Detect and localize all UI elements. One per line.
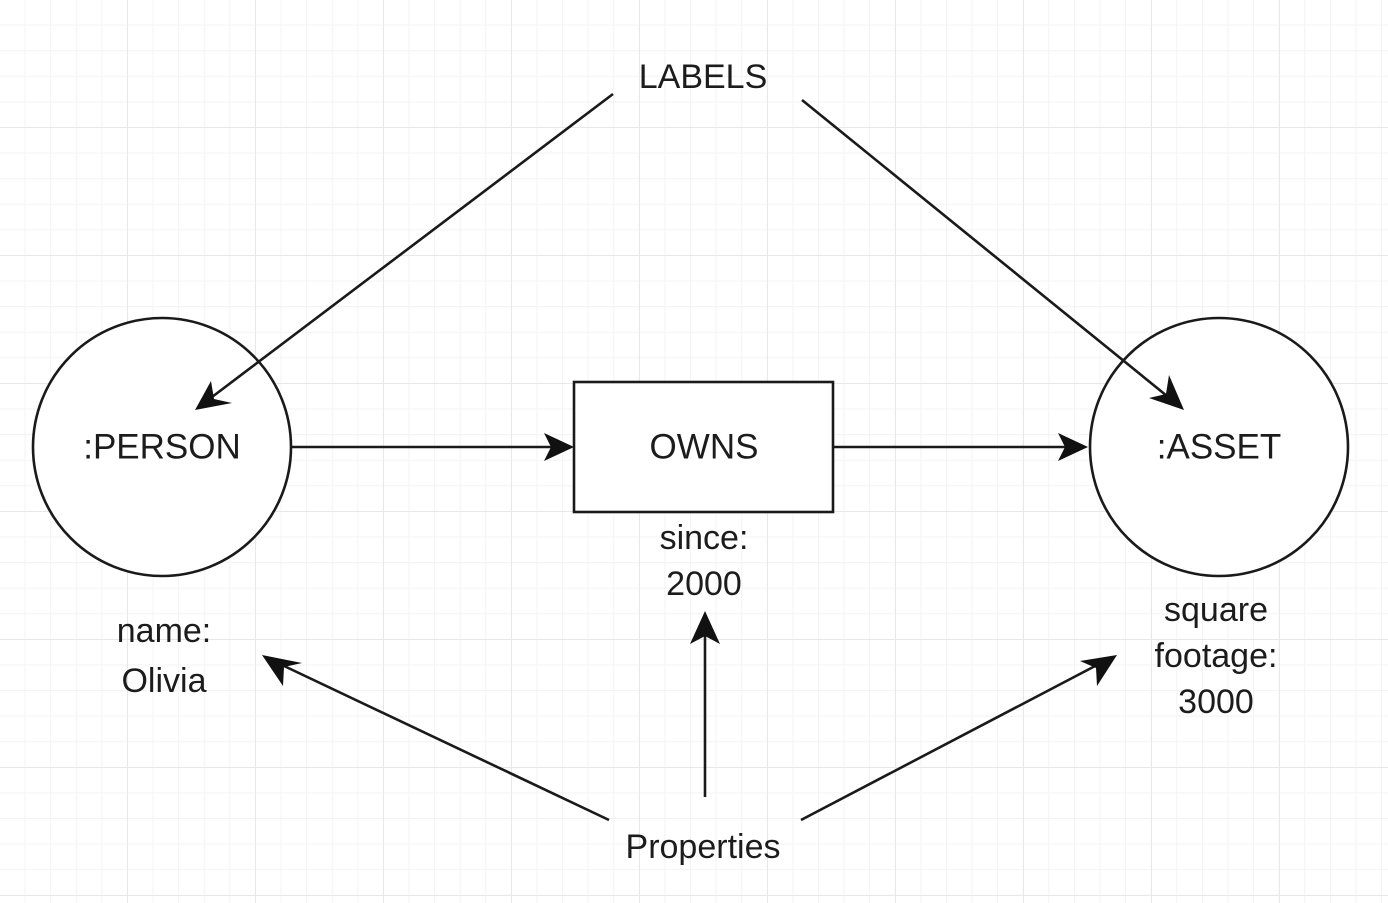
edge-person-to-owns-arrowhead [544,433,574,461]
node-label-person: :PERSON [83,427,241,467]
edge-properties-to-person-props-line [281,663,610,822]
edge-labels-to-asset-arrowhead [1149,375,1184,410]
edge-properties-to-asset-props-line [800,663,1098,822]
edge-properties-to-asset-props-arrowhead [1080,655,1117,686]
annotation-labels-title: LABELS [638,57,768,96]
property-label-owns-value: 2000 [666,564,742,603]
node-asset-circle[interactable] [1088,316,1350,578]
property-label-asset-key-line1: square [1164,590,1268,629]
edge-properties-to-owns-props-arrowhead [690,611,720,644]
annotation-properties-title: Properties [625,827,781,866]
edge-owns-to-asset [833,433,1088,461]
node-label-owns: OWNS [649,427,759,467]
node-owns-rect[interactable] [572,380,835,514]
edge-labels-to-person-arrowhead [195,381,232,410]
edge-labels-to-asset [801,98,1184,410]
node-label-asset: :ASSET [1156,427,1282,467]
property-label-person-key: name: [116,611,212,650]
property-label-person-value: Olivia [121,661,207,700]
edge-labels-to-person [195,92,614,410]
property-label-asset-value: 3000 [1178,682,1254,721]
edge-properties-to-person-props [262,655,610,822]
edge-labels-to-asset-line [801,98,1168,398]
property-label-asset-key-line2: footage: [1154,636,1278,675]
edge-properties-to-person-props-arrowhead [262,655,302,686]
property-label-owns-key: since: [659,518,749,557]
edge-owns-to-asset-arrowhead [1058,433,1088,461]
edge-labels-to-person-line [211,92,614,399]
edge-properties-to-owns-props [690,611,720,797]
edge-properties-to-asset-props [800,655,1117,822]
edge-person-to-owns [291,433,574,461]
